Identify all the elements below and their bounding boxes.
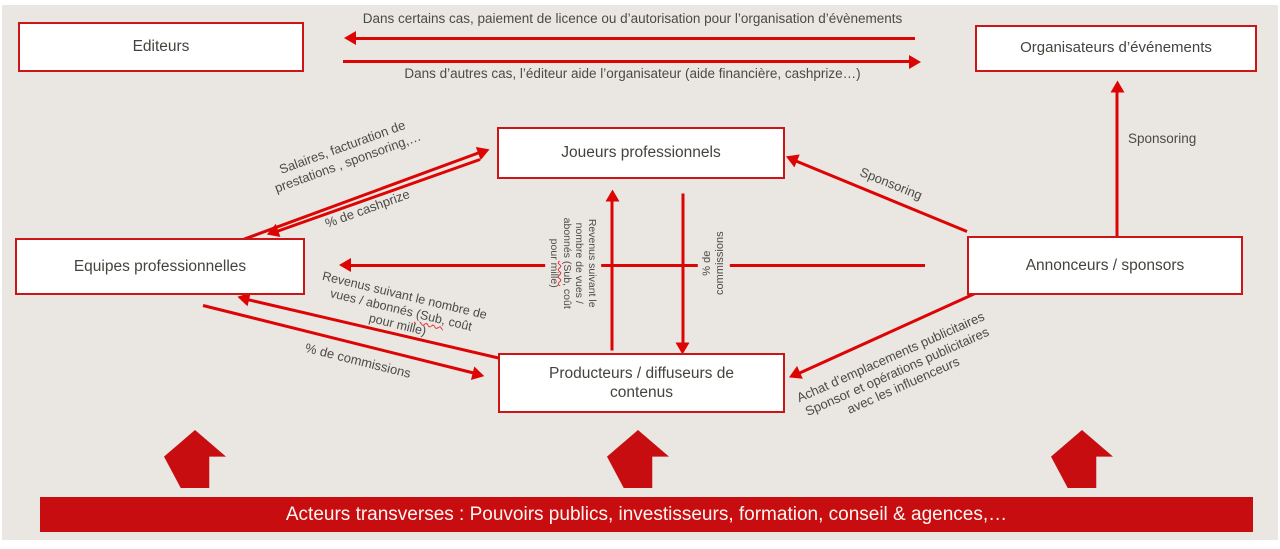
transverse-actors-banner: Acteurs transverses : Pouvoirs publics, … xyxy=(40,497,1253,532)
label-revenus-vertical: Revenus suivant le nombre de vues / abon… xyxy=(544,209,602,318)
arrow-aide-to-organisateurs xyxy=(343,54,921,69)
label-licence: Dans certains cas, paiement de licence o… xyxy=(362,11,903,26)
label-sponsoring-vertical: Sponsoring xyxy=(1128,131,1197,146)
arrow-commissions-to-producteurs xyxy=(676,193,690,355)
label-aide: Dans d’autres cas, l’éditeur aide l’orga… xyxy=(404,66,861,81)
box-equipes: Equipes professionnelles xyxy=(15,238,305,295)
box-joueurs: Joueurs professionnels xyxy=(497,127,785,179)
arrowhead-icon xyxy=(1110,80,1124,93)
box-annonceurs: Annonceurs / sponsors xyxy=(967,236,1243,295)
arrow-annonceurs-to-equipes xyxy=(339,258,925,273)
arrow-licence-to-editeurs xyxy=(344,31,915,46)
arrow-sponsoring-to-organisateurs xyxy=(1110,80,1124,238)
arrowhead-icon xyxy=(909,54,921,69)
arrowhead-icon xyxy=(344,31,356,46)
box-organisateurs: Organisateurs d’événements xyxy=(975,25,1257,72)
box-editeurs: Editeurs xyxy=(18,22,304,72)
banner-text: Acteurs transverses : Pouvoirs publics, … xyxy=(285,503,1008,525)
arrowhead-icon xyxy=(605,189,619,202)
arrow-revenus-to-joueurs xyxy=(605,189,619,351)
arrowhead-icon xyxy=(339,258,351,273)
label-commissions-vertical: % de commissions xyxy=(697,223,731,304)
spellcheck-underline: (Sub, xyxy=(561,260,573,286)
box-producteurs: Producteurs / diffuseurs de contenus xyxy=(498,353,785,413)
